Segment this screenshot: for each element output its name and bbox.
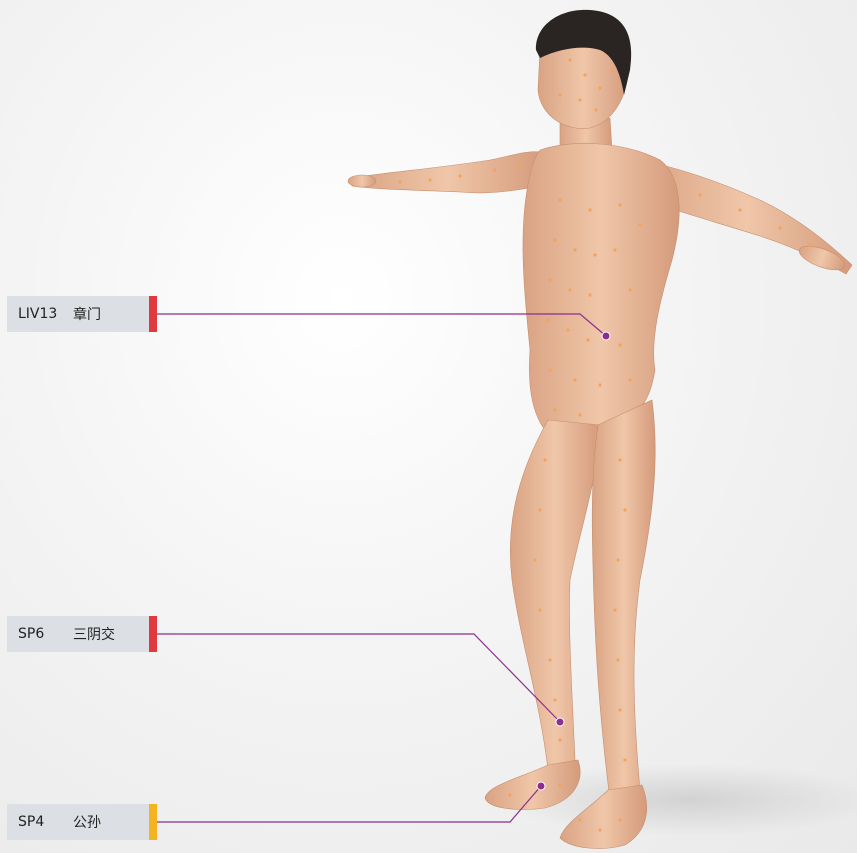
marker-sp4	[537, 782, 545, 790]
acupoint-name: 章门	[73, 304, 101, 324]
acupoint-label-liv13[interactable]: LIV13 章门	[7, 296, 157, 332]
acupoint-code: SP6	[7, 626, 73, 642]
leader-line-sp6	[157, 634, 560, 722]
acupoint-label-sp6[interactable]: SP6 三阴交	[7, 616, 157, 652]
marker-sp6	[556, 718, 564, 726]
marker-color-bar	[149, 616, 157, 652]
head	[536, 10, 631, 129]
acupoint-name: 三阴交	[73, 624, 115, 644]
acupoint-code: LIV13	[7, 306, 73, 322]
human-body-model[interactable]	[348, 118, 852, 849]
acupoint-label-sp4[interactable]: SP4 公孙	[7, 804, 157, 840]
acupoint-name: 公孙	[73, 812, 101, 832]
marker-liv13	[602, 332, 610, 340]
leader-line-sp4	[157, 786, 541, 822]
marker-color-bar	[149, 296, 157, 332]
acupoint-code: SP4	[7, 814, 73, 830]
marker-color-bar	[149, 804, 157, 840]
